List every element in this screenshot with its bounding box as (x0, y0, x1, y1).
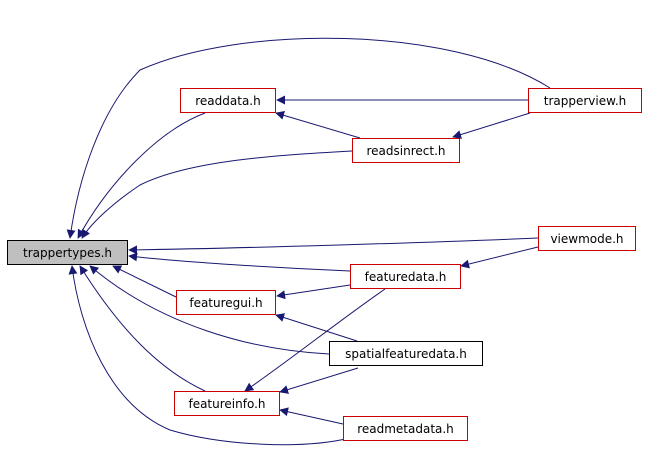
edge-trapperview-to-readsinrect (452, 112, 531, 139)
edge-readsinrect-to-readdata (275, 110, 361, 139)
edge-readmetadata-to-featureinfo (279, 407, 344, 425)
node-readdata[interactable]: readdata.h (180, 88, 276, 113)
edge-viewmode-to-trappertypes (128, 237, 539, 255)
node-featuregui[interactable]: featuregui.h (176, 290, 276, 315)
edge-readsinrect-to-trappertypes (81, 150, 353, 239)
edge-spatialfeaturedata-to-trappertypes (89, 265, 330, 355)
edge-viewmode-to-featuredata (460, 246, 539, 269)
node-readsinrect[interactable]: readsinrect.h (352, 138, 460, 163)
node-featuredata[interactable]: featuredata.h (350, 264, 461, 289)
edge-spatialfeaturedata-to-featuregui (275, 313, 358, 342)
node-featureinfo[interactable]: featureinfo.h (174, 391, 280, 416)
edge-spatialfeaturedata-to-featureinfo (279, 367, 359, 394)
edge-featureinfo-to-trappertypes (79, 265, 206, 392)
node-viewmode[interactable]: viewmode.h (538, 226, 636, 251)
edge-readdata-to-trappertypes (77, 112, 206, 239)
edge-trapperview-to-trappertypes (66, 37, 551, 239)
edge-featuredata-to-featuregui (276, 284, 351, 300)
edge-featuredata-to-featureinfo (244, 288, 386, 392)
edge-featuredata-to-trappertypes (128, 252, 351, 272)
node-trappertypes: trappertypes.h (7, 240, 128, 265)
edge-featuregui-to-trappertypes (112, 265, 177, 298)
edge-readmetadata-to-trappertypes (68, 265, 351, 446)
node-readmetadata[interactable]: readmetadata.h (343, 416, 468, 441)
node-spatialfeaturedata: spatialfeaturedata.h (329, 341, 483, 366)
node-trapperview[interactable]: trapperview.h (528, 88, 642, 113)
